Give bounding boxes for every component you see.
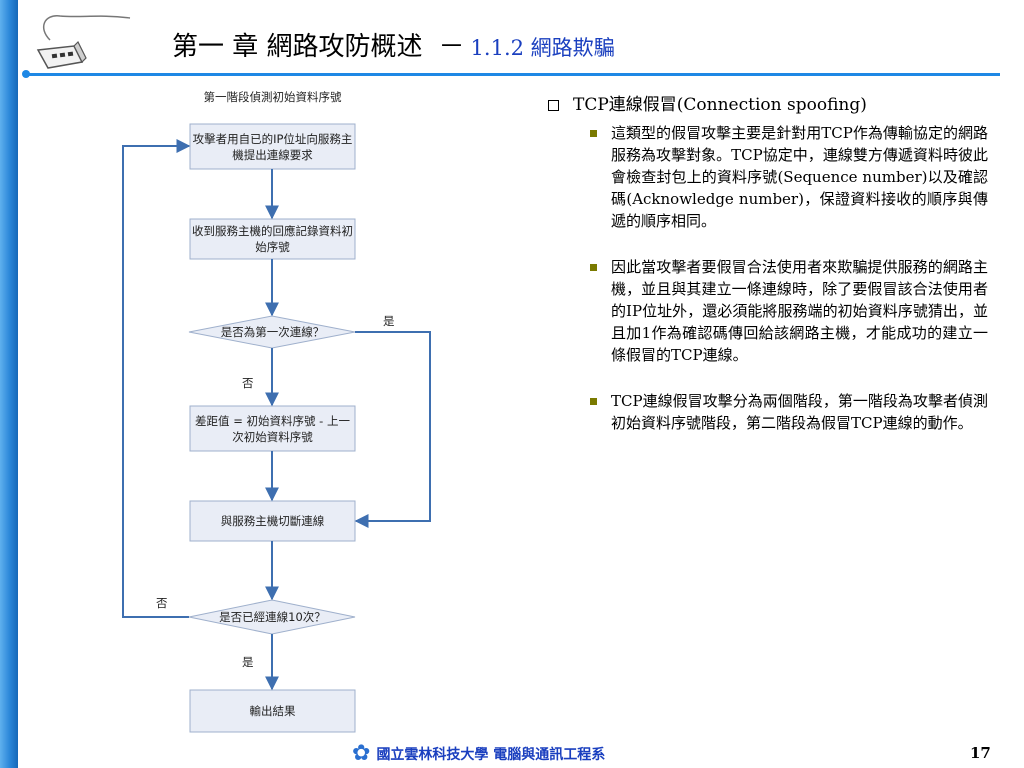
- step-box-disconnect: [189, 500, 356, 542]
- slide-title: 第一 章 網路攻防概述 －1.1.2 網路欺騙: [172, 26, 615, 63]
- page-number: 17: [970, 744, 991, 762]
- content-panel: TCP連線假冒(Connection spoofing) 這類型的假冒攻擊主要是…: [548, 94, 988, 458]
- footer: ✿ 國立雲林科技大學 電腦與通訊工程系: [352, 741, 605, 766]
- flowchart-title: 第一階段偵測初始資料序號: [203, 90, 342, 104]
- yes-label-first: 是: [383, 314, 395, 328]
- square-bullet-icon: [590, 130, 597, 137]
- chapter-title: 第一 章 網路攻防概述: [172, 32, 423, 62]
- square-bullet-icon: [590, 264, 597, 271]
- network-hub-icon: [36, 15, 131, 69]
- main-bullet: TCP連線假冒(Connection spoofing): [548, 94, 988, 116]
- yes-label-ten: 是: [242, 655, 254, 669]
- header-rule: [24, 73, 1000, 76]
- bullet-text: 這類型的假冒攻擊主要是針對用TCP作為傳輸協定的網路服務為攻擊對象。TCP協定中…: [611, 124, 988, 230]
- sub-bullet-list: 這類型的假冒攻擊主要是針對用TCP作為傳輸協定的網路服務為攻擊對象。TCP協定中…: [590, 122, 988, 434]
- decision-ten-label: 是否已經連線10次？: [219, 610, 326, 624]
- list-item: TCP連線假冒攻擊分為兩個階段，第一階段為攻擊者偵測初始資料序號階段，第二階段為…: [590, 390, 988, 434]
- step-output-label: 輸出結果: [249, 704, 296, 718]
- list-item: 這類型的假冒攻擊主要是針對用TCP作為傳輸協定的網路服務為攻擊對象。TCP協定中…: [590, 122, 988, 232]
- step-receive-label: 收到服務主機的回應記錄資料初始序號: [192, 224, 353, 254]
- content-heading: TCP連線假冒(Connection spoofing): [573, 95, 867, 115]
- list-item: 因此當攻擊者要假冒合法使用者來欺騙提供服務的網路主機，並且與其建立一條連線時，除…: [590, 256, 988, 366]
- step-difference-label: 差距值 = 初始資料序號 - 上一次初始資料序號: [195, 413, 350, 444]
- square-bullet-icon: [590, 398, 597, 405]
- no-label-ten: 否: [156, 596, 168, 610]
- left-accent-bar: [0, 0, 18, 768]
- flowchart: [122, 123, 431, 733]
- bullet-text: TCP連線假冒攻擊分為兩個階段，第一階段為攻擊者偵測初始資料序號階段，第二階段為…: [611, 392, 988, 432]
- step-disconnect-label: 與服務主機切斷連線: [220, 514, 325, 528]
- footer-school: 國立雲林科技大學 電腦與通訊工程系: [376, 746, 606, 763]
- section-subtitle: 1.1.2 網路欺騙: [470, 36, 615, 60]
- step-box-request: [189, 123, 356, 170]
- arrow-loop-back: [122, 139, 191, 618]
- step-box-receive: [189, 218, 356, 260]
- step-box-output: [189, 689, 356, 733]
- arrow-decision-yes: [354, 331, 431, 528]
- no-label-first: 否: [242, 376, 254, 390]
- hollow-square-bullet-icon: [548, 100, 559, 111]
- title-dash: －: [438, 32, 465, 62]
- bullet-text: 因此當攻擊者要假冒合法使用者來欺騙提供服務的網路主機，並且與其建立一條連線時，除…: [611, 258, 988, 364]
- header-rule-dot: [22, 70, 30, 78]
- decision-first-label: 是否為第一次連線？: [220, 325, 325, 339]
- flower-logo-icon: ✿: [352, 741, 371, 766]
- step-request-label: 攻擊者用自已的IP位址向服務主機提出連線要求: [192, 131, 353, 162]
